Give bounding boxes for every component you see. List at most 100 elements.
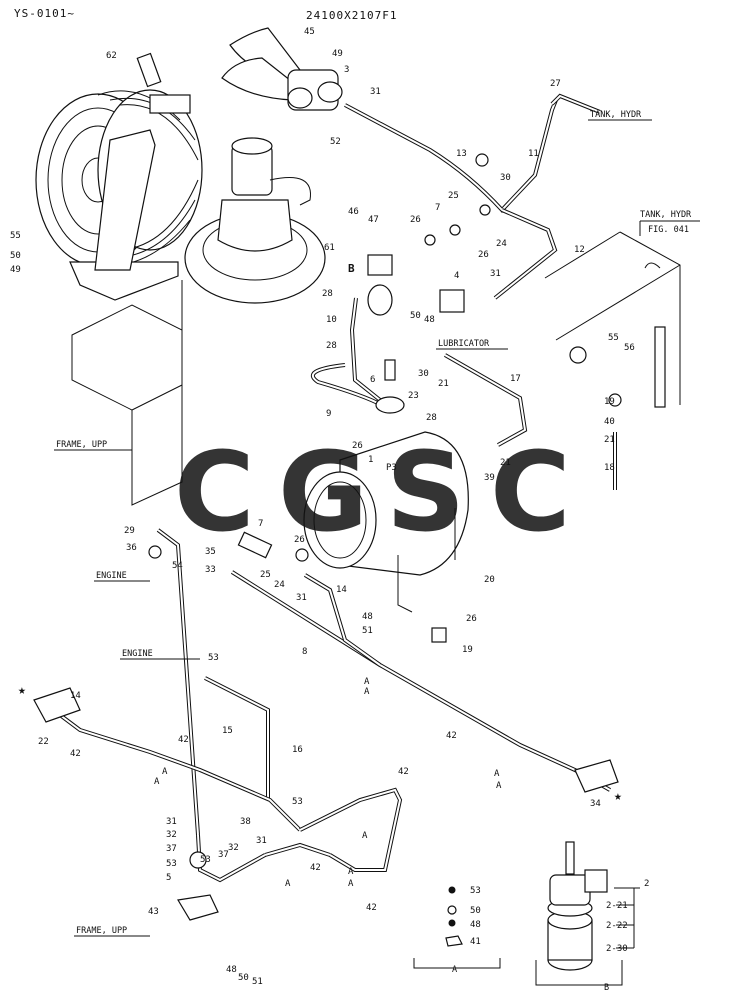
callout: 31 — [490, 269, 501, 279]
callout: 26 — [478, 250, 489, 260]
callout: 29 — [124, 526, 135, 536]
caption-tank-hydr: TANK, HYDR — [590, 110, 642, 120]
callout: B — [348, 262, 355, 275]
callout: 31 — [166, 817, 177, 827]
callout: 55 — [608, 333, 619, 343]
callout: 34 — [590, 799, 601, 809]
callout: 26 — [466, 614, 477, 624]
callouts: 45 49 3 31 52 27 11 13 25 30 62 61 55 50… — [10, 27, 649, 987]
callout: 33 — [205, 565, 216, 575]
callout: 14 — [336, 585, 347, 595]
callout: 27 — [550, 79, 561, 89]
callout: 37 — [166, 844, 177, 854]
callout: 26 — [294, 535, 305, 545]
callout: 19 — [462, 645, 473, 655]
callout: 35 — [205, 547, 216, 557]
frame-upper-left — [71, 280, 183, 506]
callout: 62 — [106, 51, 117, 61]
watermark-letter: C — [490, 428, 571, 556]
callout: 42 — [178, 735, 189, 745]
callout: P3 — [386, 463, 397, 473]
callout: 42 — [366, 903, 377, 913]
callout: 48 — [470, 920, 481, 930]
caption-frame-upp: FRAME, UPP — [56, 440, 107, 450]
callout: 26 — [410, 215, 421, 225]
callout: 45 — [304, 27, 315, 37]
captions: TANK, HYDR TANK, HYDR FIG. 041 LUBRICATO… — [54, 110, 700, 993]
callout: 32 — [228, 843, 239, 853]
callout: 53 — [470, 886, 481, 896]
air-cleaner — [184, 137, 326, 304]
callout: 53 — [166, 859, 177, 869]
callout: 61 — [324, 243, 335, 253]
callout: 41 — [470, 937, 481, 947]
callout: 48 — [424, 315, 435, 325]
hydraulic-tank-outline — [544, 231, 681, 408]
hose-end-left — [33, 687, 81, 723]
watermark-letter: S — [386, 428, 465, 556]
callout: 4 — [454, 271, 459, 281]
callout: 25 — [448, 191, 459, 201]
callout: 24 — [496, 239, 507, 249]
detail-b-label: B — [604, 983, 609, 993]
callout: 5 — [166, 873, 171, 883]
detail-a-parts — [413, 886, 501, 969]
callout: 16 — [292, 745, 303, 755]
detail-b-valve — [535, 841, 640, 986]
caption-tank-hydr: TANK, HYDR — [640, 210, 692, 220]
callout: 50 — [238, 973, 249, 983]
callout: 2-30 — [606, 944, 628, 954]
watermark: C G S C — [174, 428, 571, 556]
callout: 53 — [200, 855, 211, 865]
callout: 24 — [274, 580, 285, 590]
callout: 21 — [604, 435, 615, 445]
callout: 52 — [330, 137, 341, 147]
fittings — [148, 153, 622, 921]
callout: A — [364, 677, 370, 687]
callout: 28 — [322, 289, 333, 299]
callout: 46 — [348, 207, 359, 217]
callout: 19 — [604, 397, 615, 407]
callout: 53 — [208, 653, 219, 663]
callout: 42 — [398, 767, 409, 777]
callout: 55 — [10, 231, 21, 241]
callout: 37 — [218, 850, 229, 860]
hose-end-right — [574, 759, 619, 793]
callout: 50 — [10, 251, 21, 261]
caption-lubricator: LUBRICATOR — [438, 339, 490, 349]
callout: 8 — [302, 647, 307, 657]
callout: 12 — [574, 245, 585, 255]
callout: A — [364, 687, 370, 697]
hose-reel — [35, 52, 203, 301]
callout: 10 — [326, 315, 337, 325]
callout: 31 — [370, 87, 381, 97]
caption-engine: ENGINE — [122, 649, 153, 659]
callout: 25 — [260, 570, 271, 580]
callout: 13 — [456, 149, 467, 159]
callout: 49 — [332, 49, 343, 59]
callout: 3 — [344, 65, 349, 75]
callout: 49 — [10, 265, 21, 275]
drawing-number: 24100X2107F1 — [306, 9, 397, 22]
callout: 50 — [470, 906, 481, 916]
star-marker: ★ — [18, 683, 26, 698]
callout: 54 — [172, 561, 183, 571]
callout: 7 — [258, 519, 263, 529]
callout: 21 — [500, 458, 511, 468]
callout: 38 — [240, 817, 251, 827]
callout: A — [494, 769, 500, 779]
callout: 23 — [408, 391, 419, 401]
callout: 2 — [644, 879, 649, 889]
callout: 31 — [256, 836, 267, 846]
callout: A — [362, 831, 368, 841]
callout: 14 — [70, 691, 81, 701]
callout: A — [285, 879, 291, 889]
callout: 22 — [38, 737, 49, 747]
watermark-letter: C — [174, 428, 255, 556]
callout: 42 — [310, 863, 321, 873]
detail-a-label: A — [452, 965, 457, 975]
callout: 18 — [604, 463, 615, 473]
callout: 31 — [296, 593, 307, 603]
callout: 7 — [435, 203, 440, 213]
